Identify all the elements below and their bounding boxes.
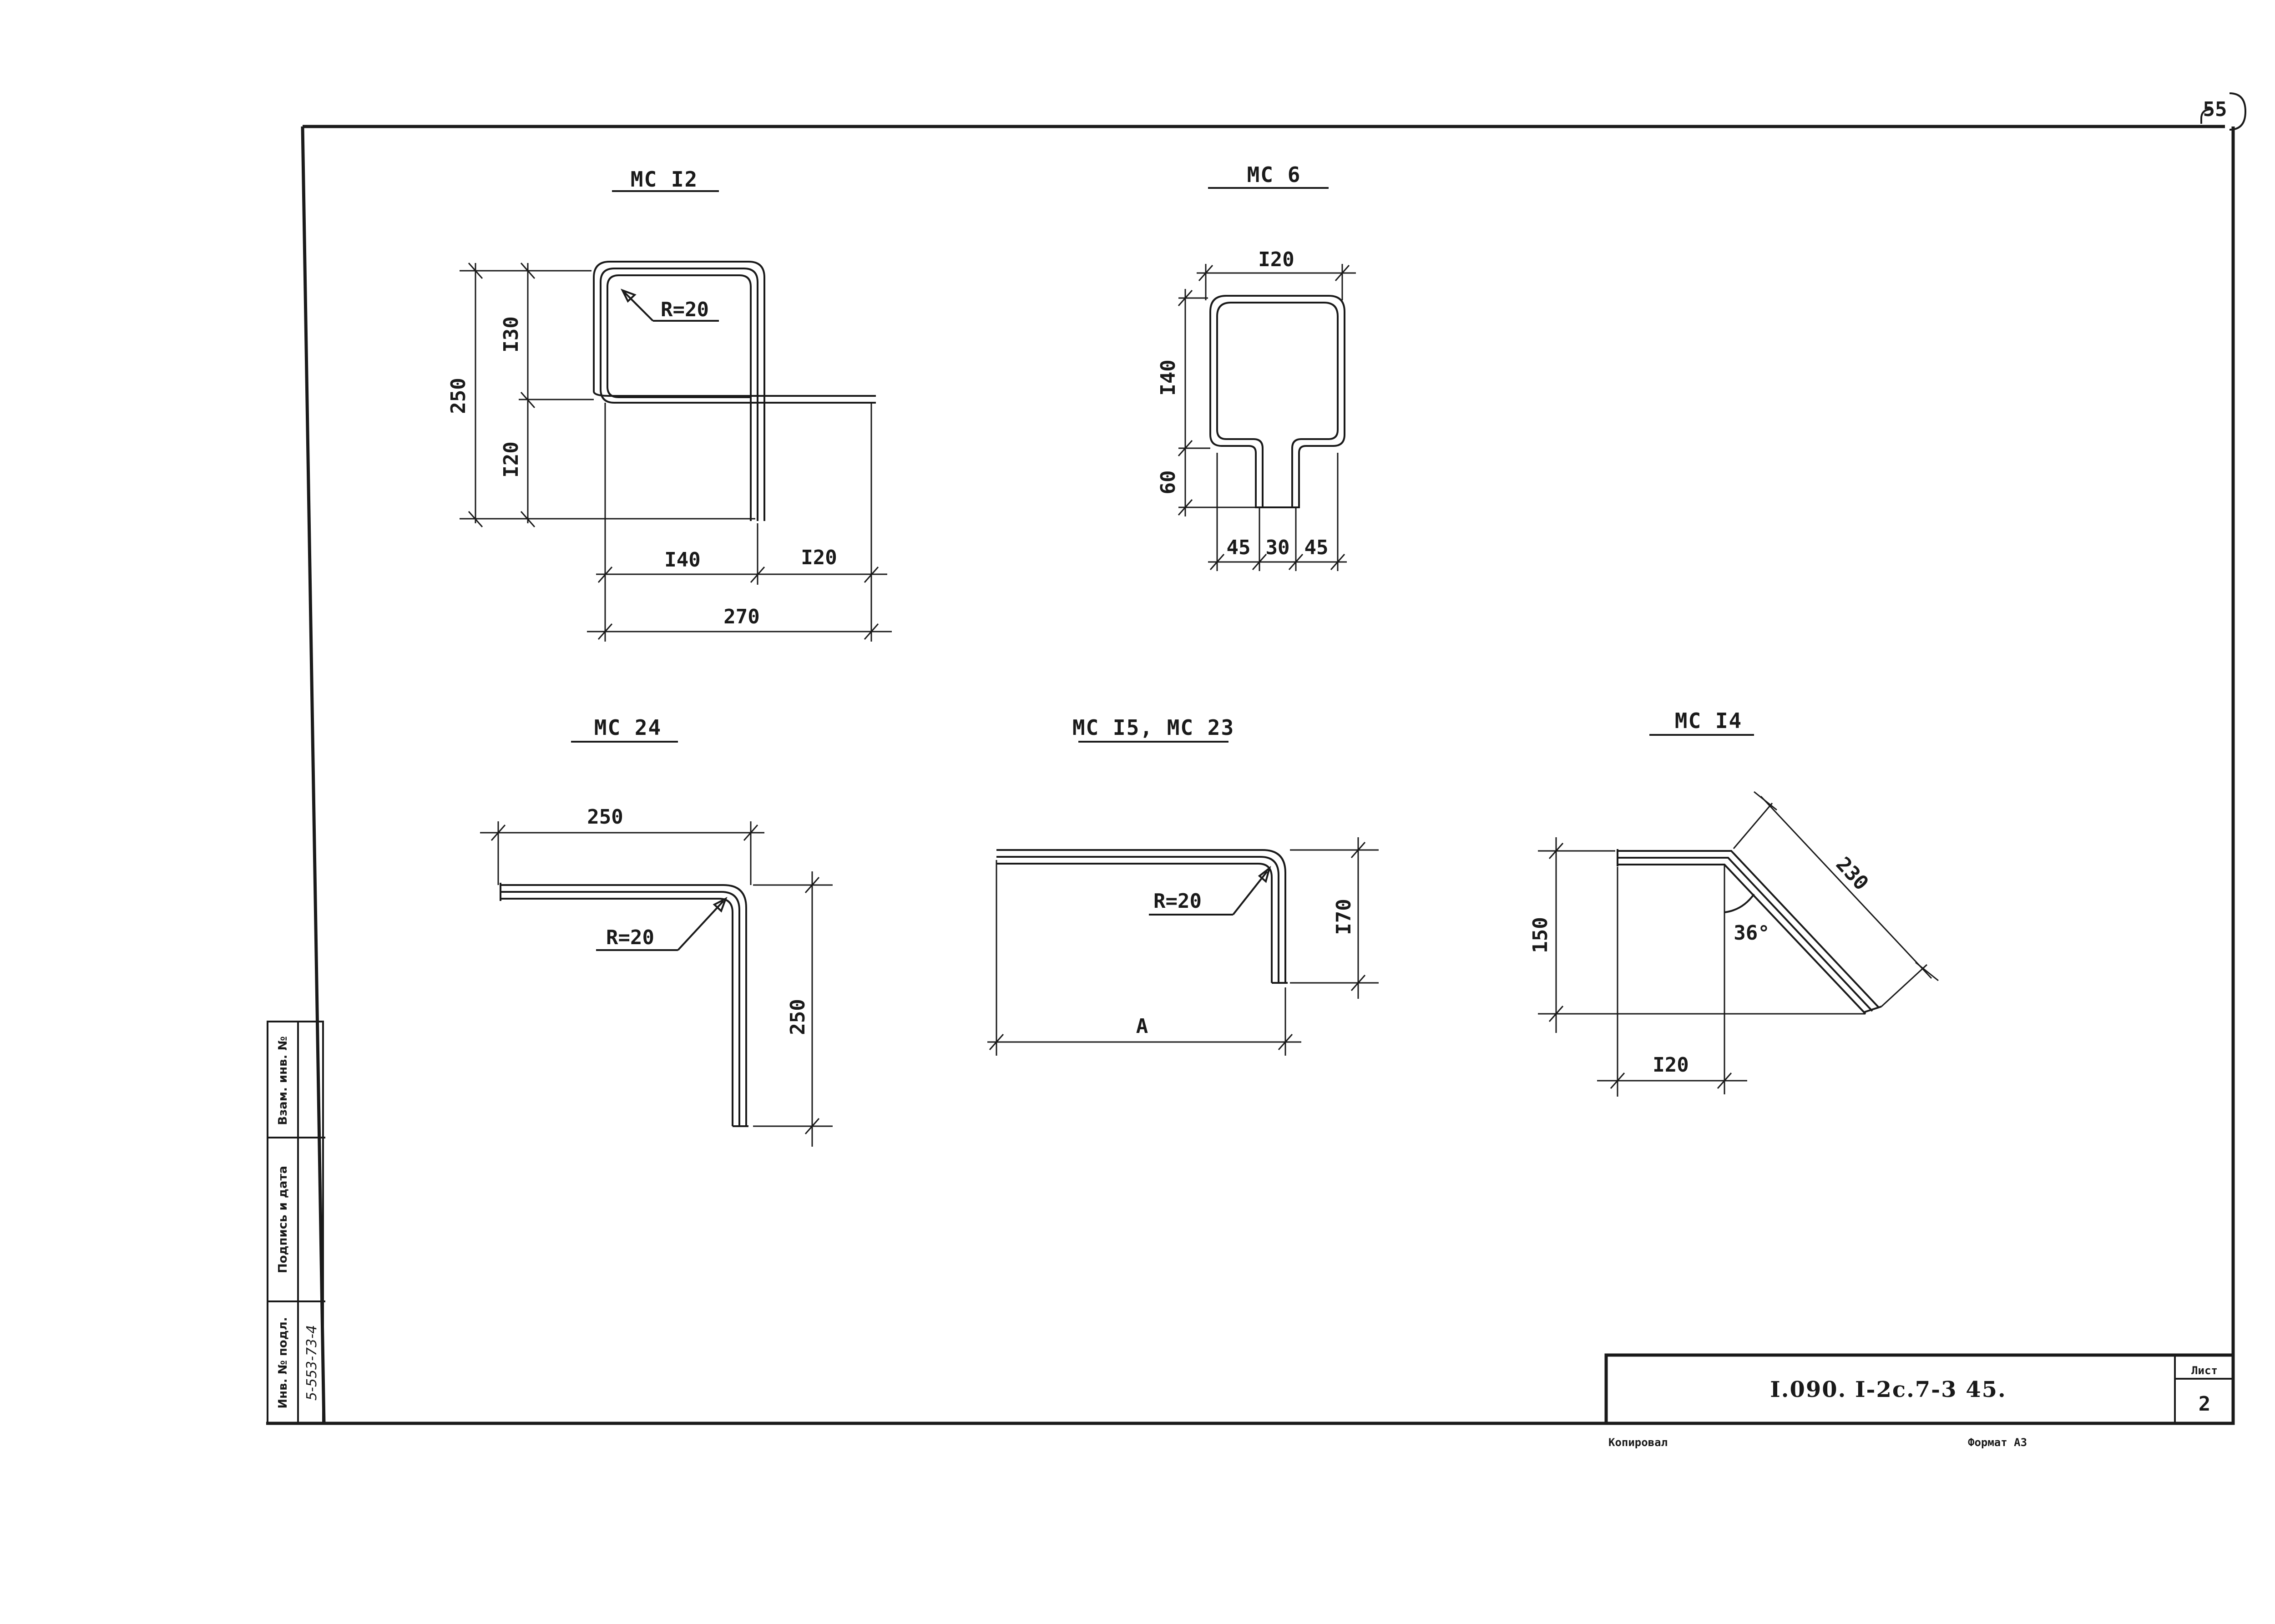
mc12-dim-total-height: 250 bbox=[447, 378, 470, 414]
mc14-title: МС I4 bbox=[1675, 708, 1742, 733]
page-number: 55 bbox=[2200, 92, 2247, 131]
mc6-dim-leg: 60 bbox=[1157, 471, 1180, 495]
footer-format: Формат А3 bbox=[1968, 1436, 2027, 1449]
footer: Копировал Формат А3 bbox=[1608, 1436, 2027, 1449]
stamp-signature-date: Подпись и дата bbox=[276, 1166, 290, 1273]
detail-mc15-mc23: МС I5, МС 23 R=20 I70 А bbox=[987, 715, 1379, 1056]
mc12-bar bbox=[600, 268, 876, 521]
mc12-dim-total-width: 270 bbox=[723, 605, 759, 628]
stamp-replaced-inv: Взам. инв. № bbox=[276, 1036, 290, 1125]
mc15-bar bbox=[996, 849, 1286, 983]
mc6-dim-right: 45 bbox=[1304, 536, 1329, 559]
mc6-dim-width: I20 bbox=[1258, 248, 1294, 271]
mc12-dim-bottom-height: I20 bbox=[500, 441, 523, 477]
title-block: I.090. I-2с.7-3 45. Лист 2 bbox=[1604, 1353, 2235, 1425]
document-code: I.090. I-2с.7-3 45. bbox=[1770, 1377, 2006, 1402]
stamp-original-inv: Инв. № подл. bbox=[276, 1317, 290, 1408]
mc6-dim-left: 45 bbox=[1227, 536, 1251, 559]
stamp-inventory-number: 5-553-73-4 bbox=[304, 1325, 320, 1401]
mc24-title: МС 24 bbox=[594, 715, 662, 740]
detail-mc24: МС 24 250 R=20 250 bbox=[480, 715, 833, 1147]
mc6-bar bbox=[1216, 302, 1339, 507]
sheet-number: 2 bbox=[2199, 1392, 2211, 1416]
mc12-bar-inner bbox=[593, 261, 876, 521]
mc24-dim-width: 250 bbox=[587, 805, 623, 829]
detail-mc12: МС I2 R=20 I30 I20 250 bbox=[447, 167, 892, 642]
mc12-dim-right-width: I20 bbox=[801, 546, 837, 569]
mc24-radius-label: R=20 bbox=[606, 926, 654, 949]
mc14-dim-angle: 36° bbox=[1734, 921, 1769, 945]
mc15-dim-width: А bbox=[1136, 1015, 1148, 1038]
mc24-bar bbox=[500, 884, 747, 1126]
mc15-dim-height: I70 bbox=[1332, 899, 1355, 935]
mc6-title: МС 6 bbox=[1247, 162, 1301, 187]
mc12-radius-leader bbox=[622, 290, 654, 322]
sheet-label: Лист bbox=[2191, 1364, 2218, 1377]
footer-copied: Копировал bbox=[1608, 1436, 1668, 1449]
mc14-bar bbox=[1618, 850, 1880, 1009]
mc14-dim-height: 150 bbox=[1529, 917, 1552, 953]
mc6-dim-height: I40 bbox=[1157, 359, 1180, 395]
detail-mc14: МС I4 230 36° 150 I20 bbox=[1529, 708, 1939, 1097]
detail-mc6: МС 6 I20 I40 60 45 30 45 bbox=[1157, 162, 1356, 571]
mc12-dim-left-width: I40 bbox=[664, 548, 700, 572]
mc12-title: МС I2 bbox=[631, 167, 698, 192]
mc12-dim-top-height: I30 bbox=[500, 316, 523, 352]
mc24-dim-height: 250 bbox=[786, 999, 809, 1035]
mc14-dim-slope: 230 bbox=[1831, 853, 1873, 895]
mc12-radius-label: R=20 bbox=[661, 298, 709, 321]
mc15-title: МС I5, МС 23 bbox=[1072, 715, 1234, 740]
mc15-radius-label: R=20 bbox=[1153, 890, 1202, 913]
sheet-frame bbox=[266, 125, 2235, 1425]
page-number-text: 55 bbox=[2203, 98, 2227, 121]
mc14-dim-width: I20 bbox=[1653, 1053, 1689, 1077]
mc6-dim-gap: 30 bbox=[1266, 536, 1290, 559]
side-stamp: Взам. инв. № Подпись и дата Инв. № подл.… bbox=[267, 1021, 325, 1424]
